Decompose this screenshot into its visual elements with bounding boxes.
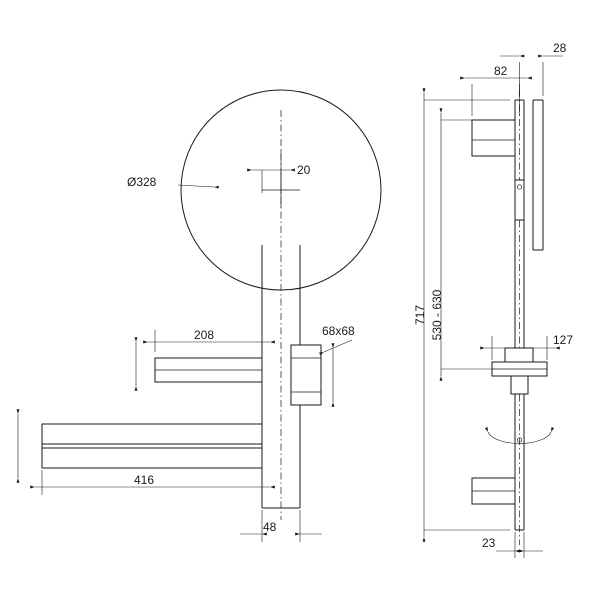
dim-label-68x68: 68x68 — [322, 324, 355, 338]
dimension-68x68: 68x68 — [319, 324, 355, 356]
front-view: Ø328 20 208 68x6 — [16, 89, 382, 542]
dim-label-dia328: Ø328 — [127, 175, 157, 189]
holder-block — [290, 344, 322, 406]
lower-arm-lower — [41, 447, 263, 469]
dim-label-28: 28 — [553, 41, 567, 55]
dimension-530-630: 530 - 630 — [430, 108, 510, 381]
head-arm-profile — [471, 119, 516, 157]
dim-label-416: 416 — [134, 473, 154, 487]
dimension-208: 208 — [143, 328, 275, 352]
dim-label-23: 23 — [482, 536, 496, 550]
dimension-23: 23 — [482, 532, 543, 558]
dimension-416: 416 — [30, 470, 275, 495]
dimension-717: 717 — [413, 88, 510, 542]
dim-label-717: 717 — [413, 305, 427, 325]
rotation-pivot — [516, 437, 523, 443]
slider-body — [504, 347, 534, 363]
dimension-48: 48 — [240, 510, 322, 542]
dimension-82: 82 — [460, 64, 532, 116]
rotation-arc — [484, 427, 555, 444]
dim-label-20: 20 — [297, 163, 311, 177]
dimension-28: 28 — [500, 41, 567, 96]
dim-label-530-630: 530 - 630 — [430, 289, 444, 340]
dim-label-82: 82 — [494, 64, 508, 78]
dim-label-48: 48 — [263, 520, 277, 534]
lower-arm-upper — [41, 423, 263, 445]
dim-label-127: 127 — [553, 333, 573, 347]
dimension-offset-20: 20 — [247, 150, 311, 193]
side-view: 28 82 717 530 - 630 — [413, 41, 573, 558]
slider-clamp — [510, 375, 529, 395]
dimension-127: 127 — [480, 333, 573, 360]
mid-fixing — [514, 179, 525, 221]
mid-fixing-screw — [516, 184, 523, 190]
dimension-diameter-328: Ø328 — [127, 175, 219, 189]
dim-label-208: 208 — [194, 328, 214, 342]
